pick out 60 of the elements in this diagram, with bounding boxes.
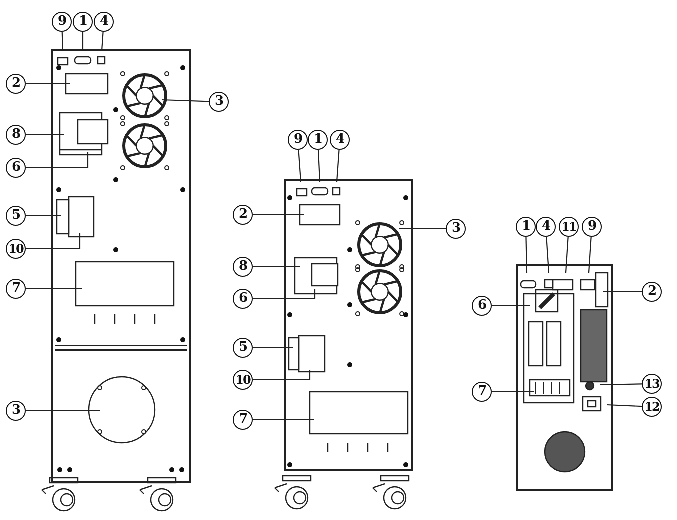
leader-line [26,410,100,412]
callout-number: 1 [308,130,328,150]
leader-line [253,347,293,349]
callout-number: 9 [582,217,602,237]
callout-number: 8 [233,257,253,277]
leader-line [546,236,550,274]
leader-line [565,236,569,274]
leader-line [26,83,70,85]
callout-number: 12 [642,397,662,417]
leader-line [526,236,528,274]
callout-number: 4 [536,217,556,237]
leader-line [26,152,89,169]
callout-number: 2 [6,74,26,94]
callout-number: 3 [6,401,26,421]
leader-line [26,134,64,136]
callout-number: 9 [52,12,72,32]
leader-line [26,288,82,290]
callout-number: 5 [233,338,253,358]
leader-line [298,150,302,182]
leader-line [318,150,321,182]
callout-number: 1 [73,12,93,32]
callout-number: 13 [642,374,662,394]
callout-number: 4 [330,130,350,150]
leader-line [62,32,64,52]
leader-line [336,150,340,182]
callout-number: 10 [6,239,26,259]
leader-line [492,305,530,307]
leader-line [600,384,642,386]
callout-number: 6 [6,158,26,178]
leader-line [588,236,592,274]
callout-number: 6 [472,296,492,316]
callout-number: 2 [642,282,662,302]
callout-number: 7 [472,382,492,402]
leader-line [26,215,61,217]
callout-number: 2 [233,205,253,225]
leader-line [253,370,311,381]
leader-line [26,233,81,250]
callout-number: 9 [288,130,308,150]
leader-line [162,99,210,102]
callout-number: 7 [233,410,253,430]
callout-number: 10 [233,370,253,390]
leader-line [253,266,300,268]
leader-line [101,32,104,52]
callout-number: 3 [446,219,466,239]
callout-number: 1 [516,217,536,237]
leader-line [253,419,314,421]
leader-line [603,291,642,293]
leader-line [399,228,446,230]
leader-line [253,289,316,300]
callout-number: 6 [233,289,253,309]
callout-number: 7 [6,279,26,299]
callout-number: 11 [559,217,579,237]
callout-number: 8 [6,125,26,145]
leader-line [82,32,84,51]
leader-line [492,391,534,393]
leader-line [253,214,304,216]
callout-number: 4 [94,12,114,32]
callout-number: 5 [6,206,26,226]
leader-line [606,404,642,408]
callout-number: 3 [209,92,229,112]
